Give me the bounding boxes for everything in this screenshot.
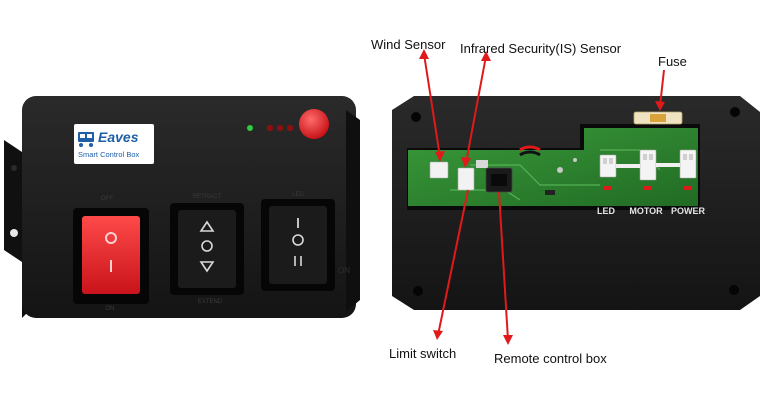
callout-remote-control-box: Remote control box — [494, 351, 607, 366]
indicator-led-red — [266, 124, 274, 132]
switch-legend-on: ON — [106, 306, 115, 312]
mounting-hole — [10, 229, 18, 237]
switch-legend-led: LED — [292, 192, 304, 198]
brand-subtitle: Smart Control Box — [78, 150, 140, 159]
wind-sensor-arrowhead — [435, 151, 445, 162]
led-output-connector — [599, 154, 617, 178]
indicator-led-red — [286, 124, 294, 132]
port-label-motor: MOTOR — [629, 206, 663, 216]
port-label-power: POWER — [671, 206, 706, 216]
front-control-box: Eaves Smart Control Box OFF RETRACT LED … — [4, 96, 360, 318]
callout-arrows — [419, 49, 665, 345]
screw-hole — [411, 112, 421, 122]
switch-legend-retract: RETRACT — [193, 194, 222, 200]
remote-pairing-button — [299, 109, 329, 139]
open-control-box: LED MOTOR POWER — [392, 96, 760, 310]
wind-sensor-arrow — [423, 53, 441, 158]
port-label-led: LED — [597, 206, 616, 216]
remote-control-arrow — [498, 191, 509, 341]
indicator-led-green — [247, 125, 253, 131]
wind-sensor-connector — [429, 161, 449, 179]
motor-output-connector — [639, 149, 657, 181]
fuse-arrow — [659, 69, 665, 107]
screw-hole — [413, 286, 423, 296]
callout-fuse: Fuse — [658, 54, 687, 69]
led-rocker-switch — [261, 199, 335, 291]
infrared-sensor-connector — [457, 167, 475, 191]
switch-legend-off: OFF — [101, 196, 113, 202]
brand-logo-icon — [78, 132, 94, 147]
screw-hole — [730, 107, 740, 117]
switch-legend-led-on: ON — [338, 266, 350, 275]
callout-limit-switch: Limit switch — [389, 346, 457, 361]
retract-extend-rocker-switch — [170, 203, 244, 295]
brand-name: Eaves — [98, 129, 139, 145]
power-output-connector — [679, 149, 697, 179]
switch-legend-extend: EXTEND — [198, 299, 223, 305]
circuit-board — [408, 128, 698, 206]
left-mounting-ear — [4, 140, 22, 262]
callout-wind-sensor: Wind Sensor — [371, 37, 446, 52]
indicator-led-red — [276, 124, 284, 132]
limit-switch-arrow — [437, 189, 469, 336]
power-rocker-switch — [73, 208, 149, 304]
screw-hole — [729, 285, 739, 295]
callout-infrared-sensor: Infrared Security(IS) Sensor — [460, 41, 622, 56]
infrared-sensor-arrow — [465, 55, 487, 164]
